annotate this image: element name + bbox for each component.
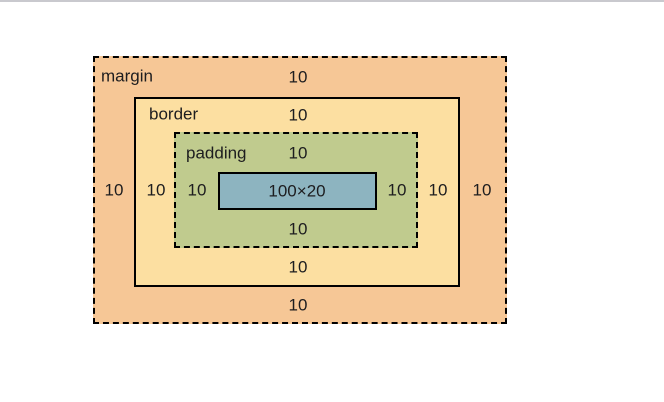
padding-bottom-value: 10 bbox=[288, 219, 308, 239]
border-left-value: 10 bbox=[146, 180, 166, 200]
margin-bottom-value: 10 bbox=[288, 295, 308, 315]
padding-top-value: 10 bbox=[288, 143, 308, 163]
top-divider bbox=[0, 0, 664, 2]
border-label: border bbox=[149, 104, 199, 124]
content-size-label: 100×20 bbox=[268, 181, 326, 201]
margin-label: margin bbox=[101, 66, 153, 86]
padding-right-value: 10 bbox=[387, 180, 407, 200]
content-box bbox=[218, 172, 377, 210]
padding-left-value: 10 bbox=[187, 180, 207, 200]
margin-top-value: 10 bbox=[288, 67, 308, 87]
border-top-value: 10 bbox=[288, 105, 308, 125]
padding-label: padding bbox=[186, 143, 247, 163]
border-right-value: 10 bbox=[428, 180, 448, 200]
border-bottom-value: 10 bbox=[288, 257, 308, 277]
margin-right-value: 10 bbox=[472, 180, 492, 200]
margin-left-value: 10 bbox=[104, 180, 124, 200]
